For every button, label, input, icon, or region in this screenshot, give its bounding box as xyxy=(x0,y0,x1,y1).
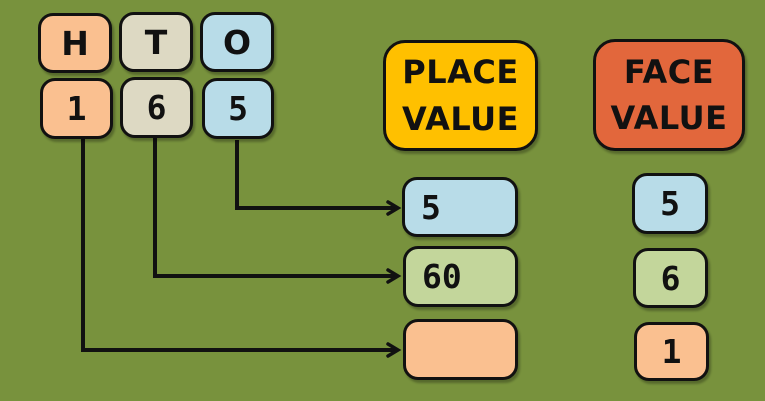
face-value-result-tens: 6 xyxy=(633,248,708,308)
face-value-result-ones: 5 xyxy=(632,173,708,234)
digit-box-tens: 6 xyxy=(120,77,193,138)
place-value-result-hundreds-blank xyxy=(403,319,518,380)
place-header-hundreds: H xyxy=(38,13,112,73)
place-value-header-line1: PLACE xyxy=(402,53,519,92)
face-value-header-line1: FACE xyxy=(623,52,715,91)
place-value-result-tens: 60 xyxy=(403,246,518,307)
face-value-header: FACE VALUE xyxy=(593,39,745,151)
arrow-ones-icon xyxy=(235,140,402,216)
arrow-hundreds-icon xyxy=(81,139,402,358)
face-value-result-hundreds: 1 xyxy=(634,322,709,381)
face-value-header-line2: VALUE xyxy=(610,99,728,137)
place-value-header-line2: VALUE xyxy=(402,99,519,138)
place-value-header: PLACE VALUE xyxy=(383,40,538,151)
digit-box-ones: 5 xyxy=(202,78,274,139)
place-header-tens: T xyxy=(119,12,193,72)
place-header-ones: O xyxy=(200,12,274,72)
digit-box-hundreds: 1 xyxy=(40,78,113,139)
place-value-result-ones: 5 xyxy=(402,177,518,237)
arrow-tens-icon xyxy=(153,138,402,284)
